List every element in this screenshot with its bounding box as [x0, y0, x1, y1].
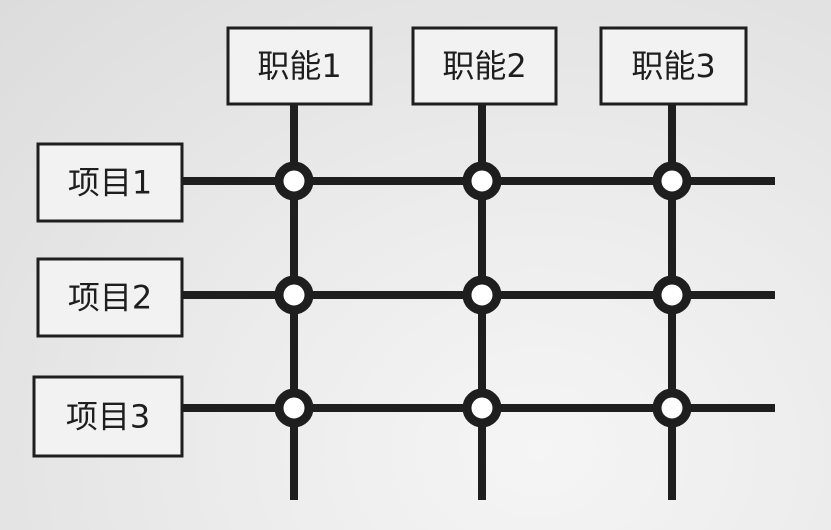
node-p3-f3 — [652, 388, 692, 428]
node-p3-f1 — [274, 388, 314, 428]
node-p2-f1 — [274, 275, 314, 315]
function-box-1: 职能1 — [226, 26, 373, 106]
project-box-2: 项目2 — [36, 257, 184, 338]
project-box-1: 项目1 — [36, 142, 184, 223]
node-p1-f3 — [652, 161, 692, 201]
project-label-1: 项目1 — [68, 164, 152, 202]
node-p2-f3 — [652, 275, 692, 315]
node-p3-f2 — [462, 388, 502, 428]
node-p1-f1 — [274, 161, 314, 201]
function-box-2: 职能2 — [411, 26, 558, 106]
project-label-3: 项目3 — [66, 398, 150, 436]
function-label-1: 职能1 — [257, 47, 341, 85]
function-label-3: 职能3 — [631, 47, 715, 85]
node-p2-f2 — [462, 275, 502, 315]
project-label-2: 项目2 — [68, 279, 152, 317]
project-box-3: 项目3 — [32, 375, 184, 458]
function-label-2: 职能2 — [442, 47, 526, 85]
node-p1-f2 — [462, 161, 502, 201]
function-box-3: 职能3 — [599, 26, 748, 106]
